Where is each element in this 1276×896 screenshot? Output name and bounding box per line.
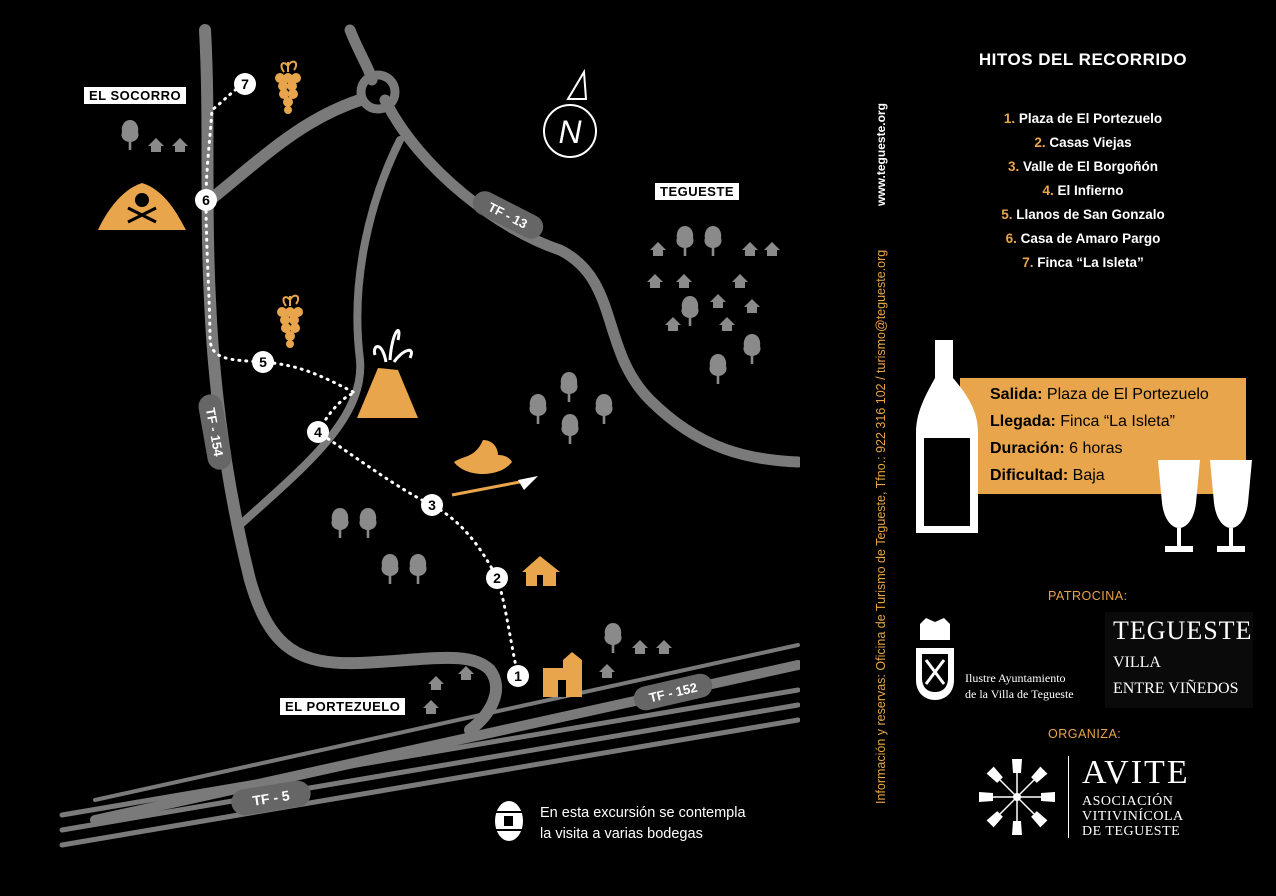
svg-text:5: 5	[259, 354, 267, 370]
stop-4: 4	[307, 421, 329, 443]
svg-text:N: N	[558, 114, 582, 150]
website-link[interactable]: www.tegueste.org	[874, 103, 888, 206]
place-label-el-portezuelo: EL PORTEZUELO	[280, 698, 406, 715]
sidebar-title: HITOS DEL RECORRIDO	[978, 50, 1188, 69]
road-badge-tf154: TF - 154	[198, 394, 232, 470]
wine-bottle-icon	[916, 340, 978, 533]
sombrero-icon	[451, 440, 538, 497]
avite-subtitle: ASOCIACIÓN VITIVINÍCOLA DE TEGUESTE	[1082, 794, 1184, 839]
list-item: 4. El Infierno	[1042, 183, 1124, 198]
stop-1: 1	[507, 665, 529, 687]
compass-icon: N	[543, 68, 597, 158]
logo-text-2: VILLA	[1113, 654, 1161, 671]
skull-hat-icon	[98, 183, 186, 230]
logo-text-1: TEGUESTE	[1113, 616, 1253, 645]
stop-2: 2	[486, 567, 508, 589]
organiza-heading: ORGANIZA:	[1048, 727, 1122, 741]
svg-text:6: 6	[202, 192, 210, 208]
list-item: 7. Finca “La Isleta”	[1022, 255, 1144, 270]
road-tf154	[199, 24, 502, 736]
route-note-line-2: la visita a varias bodegas	[540, 826, 703, 842]
logo-text-3: ENTRE VIÑEDOS	[1113, 680, 1239, 697]
roads	[59, 24, 800, 848]
info-duracion: Duración: 6 horas	[990, 440, 1123, 457]
house-icon	[522, 556, 560, 586]
route-note-line-1: En esta excursión se contempla	[540, 805, 746, 821]
roundabout	[356, 70, 400, 114]
stop-markers: 1 2 3 4 5 6 7	[195, 73, 529, 687]
wine-graphics	[916, 340, 1252, 552]
road-tf13	[379, 94, 800, 468]
info-salida: Salida: Plaza de El Portezuelo	[990, 386, 1209, 403]
wine-glass-icon	[1210, 460, 1252, 552]
svg-text:7: 7	[241, 76, 249, 92]
road-tf152b	[93, 643, 800, 802]
stop-5: 5	[252, 351, 274, 373]
tegueste-villa-logo: TEGUESTE VILLA ENTRE VIÑEDOS	[1105, 612, 1253, 708]
patrocina-heading: PATROCINA:	[1048, 589, 1128, 603]
hitos-list: 1. Plaza de El Portezuelo 2. Casas Vieja…	[930, 110, 1236, 278]
svg-text:2: 2	[493, 570, 501, 586]
avite-logo-icon	[979, 759, 1055, 835]
barrel-icon	[495, 801, 523, 841]
road-tf5c	[59, 717, 800, 848]
avite-logo: AVITE ASOCIACIÓN VITIVINÍCOLA DE TEGUEST…	[972, 750, 1248, 845]
svg-text:TF - 5: TF - 5	[251, 787, 291, 809]
road-branch	[236, 136, 404, 529]
list-item: 2. Casas Viejas	[1034, 135, 1132, 150]
wine-glass-icon	[1158, 460, 1200, 552]
road-badge-tf5: TF - 5	[231, 780, 311, 816]
road-tf5b	[59, 702, 800, 833]
road-north	[344, 24, 378, 86]
contact-info: Información y reservas: Oficina de Turis…	[874, 249, 888, 804]
info-llegada: Llegada: Finca “La Isleta”	[990, 413, 1175, 430]
list-item: 5. Llanos de San Gonzalo	[1001, 207, 1165, 222]
list-item: 6. Casa de Amaro Pargo	[1005, 231, 1161, 246]
road-tf5a	[59, 687, 800, 818]
svg-text:4: 4	[314, 424, 322, 440]
stop-6: 6	[195, 189, 217, 211]
stop-7: 7	[234, 73, 256, 95]
church-icon	[543, 652, 582, 697]
avite-divider	[1068, 756, 1069, 838]
road-badge-tf152: TF - 152	[633, 673, 713, 711]
list-item: 3. Valle de El Borgoñón	[1007, 159, 1159, 174]
coat-of-arms-icon	[916, 618, 954, 700]
walking-route	[204, 82, 520, 678]
grape-icon	[274, 60, 302, 115]
volcano-icon	[357, 329, 418, 418]
place-label-el-socorro: EL SOCORRO	[84, 87, 187, 104]
route-map: TF - 13 TF - 154 TF - 152 TF - 5 1 2 3 4…	[59, 24, 800, 848]
grape-icon	[276, 294, 304, 349]
svg-text:3: 3	[428, 497, 436, 513]
stop-3: 3	[421, 494, 443, 516]
svg-text:1: 1	[514, 668, 522, 684]
road-socorro-roundabout	[204, 94, 366, 206]
info-dificultad: Dificultad: Baja	[990, 467, 1105, 484]
list-item: 1. Plaza de El Portezuelo	[1003, 111, 1163, 126]
place-label-tegueste: TEGUESTE	[655, 183, 740, 200]
ayuntamiento-text: Ilustre Ayuntamiento de la Villa de Tegu…	[965, 671, 1074, 701]
road-badge-tf13: TF - 13	[472, 191, 544, 239]
avite-title: AVITE	[1082, 754, 1190, 791]
route-note: En esta excursión se contempla la visita…	[540, 803, 746, 845]
